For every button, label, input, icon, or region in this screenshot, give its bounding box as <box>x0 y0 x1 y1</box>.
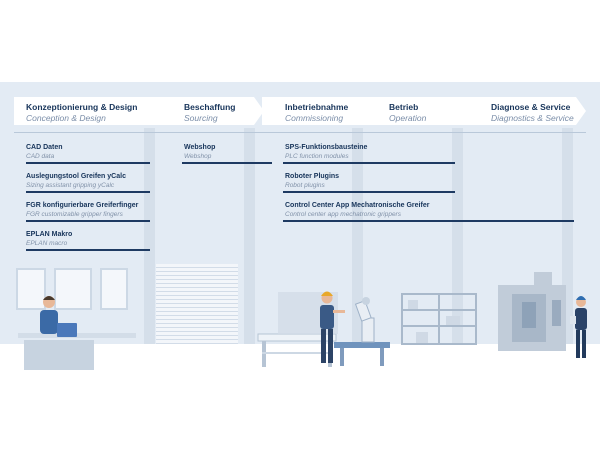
item-robot-plugins[interactable]: Roboter Plugins <box>285 173 340 180</box>
header-divider <box>14 132 586 133</box>
phase-subtitle: Conception & Design <box>26 113 106 123</box>
phase-subtitle: Sourcing <box>184 113 218 123</box>
column-pillar <box>352 128 363 344</box>
storage-shelf <box>401 293 477 345</box>
item-underline <box>26 191 150 193</box>
factory-window <box>16 268 46 310</box>
item-underline <box>26 162 150 164</box>
item-underline <box>26 249 150 251</box>
commissioning-worker <box>320 291 345 363</box>
item-subtitle: PLC function modules <box>285 153 349 160</box>
column-pillar <box>452 128 463 344</box>
column-pillar <box>562 128 573 344</box>
phase-chevron-sourcing <box>154 97 264 125</box>
item-webshop[interactable]: Webshop <box>184 144 216 151</box>
shelf-box <box>416 332 428 343</box>
item-sizing-tool[interactable]: Auslegungstool Greifen yCalc <box>26 173 126 180</box>
phase-chevron-operation <box>362 97 472 125</box>
shelf-box <box>446 316 460 325</box>
office-worker-at-desk <box>18 296 136 370</box>
phase-title: Betrieb <box>389 102 419 112</box>
service-worker <box>570 296 587 358</box>
phase-title: Konzeptionierung & Design <box>26 102 138 112</box>
item-subtitle: Webshop <box>184 153 212 160</box>
item-underline <box>283 220 574 222</box>
item-plc-modules[interactable]: SPS-Funktionsbausteine <box>285 144 368 151</box>
machining-center <box>498 272 566 351</box>
factory-window <box>100 268 128 310</box>
item-underline <box>283 191 455 193</box>
phase-title: Beschaffung <box>184 102 236 112</box>
rolling-shutter-door <box>156 264 238 344</box>
item-control-center-app[interactable]: Control Center App Mechatronische Greife… <box>285 202 430 209</box>
phase-chevron-commissioning <box>262 97 372 125</box>
phase-subtitle: Diagnostics & Service <box>491 113 574 123</box>
robot-arm-workbench <box>334 297 390 366</box>
factory-window <box>54 268 92 310</box>
item-fgr-fingers[interactable]: FGR konfigurierbare Greiferfinger <box>26 202 139 209</box>
phase-title: Inbetriebnahme <box>285 102 349 112</box>
item-eplan-macro[interactable]: EPLAN Makro <box>26 231 73 238</box>
item-underline <box>26 220 150 222</box>
shelf-box <box>408 300 418 309</box>
floor <box>0 344 600 450</box>
item-underline <box>182 162 272 164</box>
phase-subtitle: Commissioning <box>285 113 344 123</box>
item-subtitle: Robot plugins <box>285 182 325 189</box>
item-underline <box>283 162 455 164</box>
phase-chevron-conception <box>14 97 164 125</box>
phase-subtitle: Operation <box>389 113 427 123</box>
phase-title: Diagnose & Service <box>491 102 571 112</box>
item-subtitle: Control center app mechatronic grippers <box>285 211 401 218</box>
item-cad-data[interactable]: CAD Daten <box>26 144 63 151</box>
phase-chevron-diagnostics <box>462 97 586 125</box>
item-subtitle: EPLAN macro <box>26 240 68 247</box>
column-pillar <box>244 128 255 344</box>
item-subtitle: CAD data <box>26 153 55 160</box>
column-pillar <box>144 128 155 344</box>
item-subtitle: Sizing assistant gripping yCalc <box>26 182 115 189</box>
item-subtitle: FGR customizable gripper fingers <box>26 211 123 218</box>
